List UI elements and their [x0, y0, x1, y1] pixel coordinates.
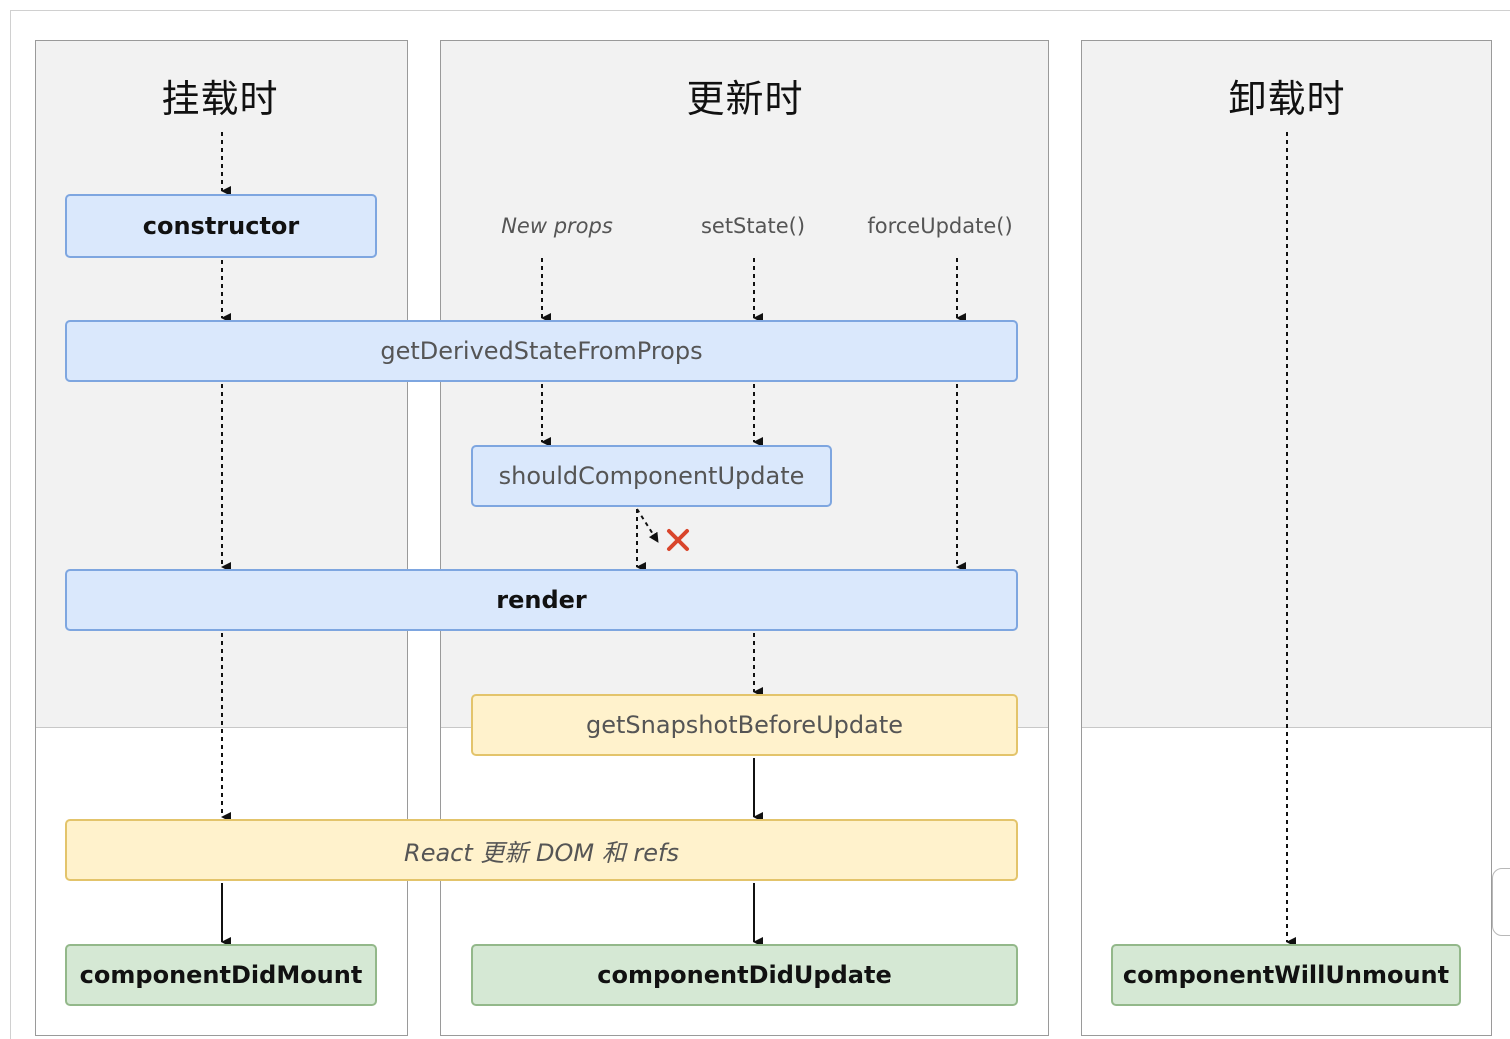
update-title: 更新时 [686, 77, 804, 121]
trigger-force-update: forceUpdate() [867, 214, 1013, 238]
render-node: render [65, 569, 1018, 631]
unmount-divider [1082, 727, 1491, 728]
component-will-unmount-node: componentWillUnmount [1111, 944, 1461, 1006]
get-snapshot-node: getSnapshotBeforeUpdate [471, 694, 1018, 756]
frame-top-line [10, 10, 1510, 11]
side-scroll-tab[interactable] [1492, 868, 1510, 936]
component-did-update-node: componentDidUpdate [471, 944, 1018, 1006]
constructor-node: constructor [65, 194, 377, 258]
get-derived-state-node: getDerivedStateFromProps [65, 320, 1018, 382]
mount-column [35, 40, 408, 1036]
unmount-column [1081, 40, 1492, 1036]
component-did-mount-node: componentDidMount [65, 944, 377, 1006]
react-update-dom-node: React 更新 DOM 和 refs [65, 819, 1018, 881]
should-component-update-node: shouldComponentUpdate [471, 445, 832, 507]
update-column [440, 40, 1049, 1036]
mount-divider [36, 727, 407, 728]
trigger-set-state: setState() [700, 214, 806, 238]
trigger-new-props: New props [501, 214, 613, 238]
unmount-title: 卸载时 [1228, 77, 1346, 121]
mount-title: 挂载时 [161, 77, 279, 121]
frame-left-line [10, 10, 11, 1039]
